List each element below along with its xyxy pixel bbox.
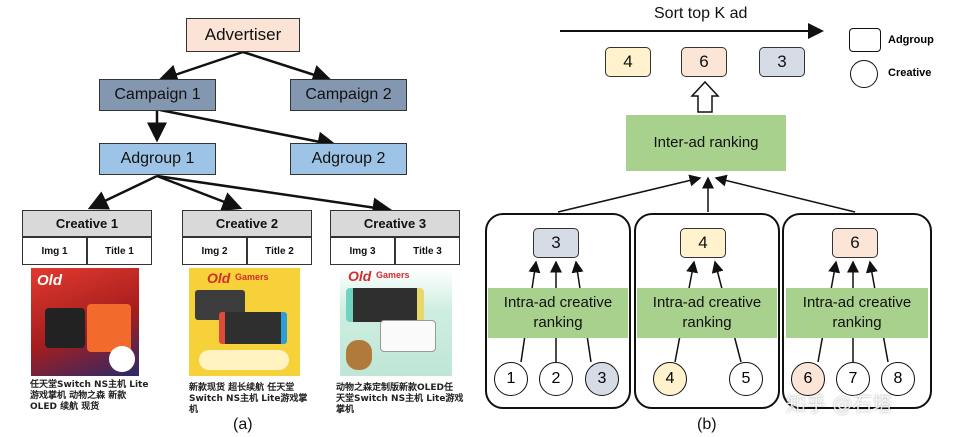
group2-intra-ranking: Intra-ad creative ranking [637,288,777,338]
brand-sub: Gamers [235,272,269,282]
group3-ad: 6 [832,228,878,258]
advertiser-node: Advertiser [186,18,300,52]
creative3-img-cell: Img 3 [330,237,395,265]
campaign2-node: Campaign 2 [290,79,407,111]
console-box-shape [87,304,131,352]
legend-adgroup-label: Adgroup [888,34,934,46]
creative2-caption: 新款现货 超长续航 任天堂 Switch NS主机 Lite游戏掌 机 [189,383,308,415]
creative2-image: Old Gamers [189,268,300,376]
creative-circle-8: 8 [881,362,915,396]
watermark: 知乎 @石塔 [786,392,893,416]
creative3-caption: 动物之森定制版新款OLED任 天堂Switch NS主机 Lite游戏 掌机 [336,383,464,415]
inter-ad-ranking-box: Inter-ad ranking [626,115,786,171]
brand-sub: Gamers [376,270,410,280]
brand-logo: Old [348,268,372,284]
creative1-caption: 任天堂Switch NS主机 Lite 游戏掌机 动物之森 新款 OLED 续航… [30,380,149,412]
creative-circle-4: 4 [653,362,687,396]
console-shape [219,312,287,344]
console-box-shape [45,308,85,348]
legend-creative-label: Creative [888,67,932,79]
creative-circle-3: 3 [585,362,619,396]
creative-circle-6: 6 [791,362,825,396]
adgroup-container-2 [634,213,780,409]
creative2-img-cell: Img 2 [182,237,247,265]
campaign1-node: Campaign 1 [99,79,216,111]
banner-shape [199,350,289,370]
group1-intra-ranking: Intra-ad creative ranking [488,288,628,338]
creative3-title-cell: Title 3 [395,237,460,265]
creative-circle-5: 5 [729,362,763,396]
sort-top-k-label: Sort top K ad [654,5,748,22]
legend-creative-icon [850,60,878,88]
legend-adgroup-icon [849,28,881,52]
creative1-img-cell: Img 1 [22,237,87,265]
group1-ad: 3 [533,228,579,258]
top-ad-3: 3 [759,47,805,77]
dock-shape [380,320,436,352]
creative-circle-1: 1 [494,362,528,396]
console-shape [346,288,424,322]
character-shape [346,340,372,370]
top-ad-2: 6 [681,47,727,77]
creative1-image: Old [31,268,139,376]
group2-ad: 4 [680,228,726,258]
adgroup-container-3 [782,213,932,409]
group3-intra-ranking: Intra-ad creative ranking [786,288,928,338]
brand-logo: Old [207,270,231,286]
adgroup-container-1 [485,213,631,409]
badge-shape [109,346,135,372]
adgroup1-node: Adgroup 1 [99,143,216,175]
caption-a: (a) [233,416,253,433]
creative-circle-7: 7 [836,362,870,396]
creative1-title-cell: Title 1 [87,237,152,265]
creative1-node: Creative 1 [22,210,152,237]
creative3-node: Creative 3 [330,210,460,237]
creative2-node: Creative 2 [182,210,312,237]
top-ad-1: 4 [605,47,651,77]
creative2-title-cell: Title 2 [247,237,312,265]
brand-logo: Old [37,272,62,289]
adgroup2-node: Adgroup 2 [290,143,407,175]
creative3-image: Old Gamers [340,268,452,376]
creative-circle-2: 2 [539,362,573,396]
caption-b: (b) [697,416,717,433]
